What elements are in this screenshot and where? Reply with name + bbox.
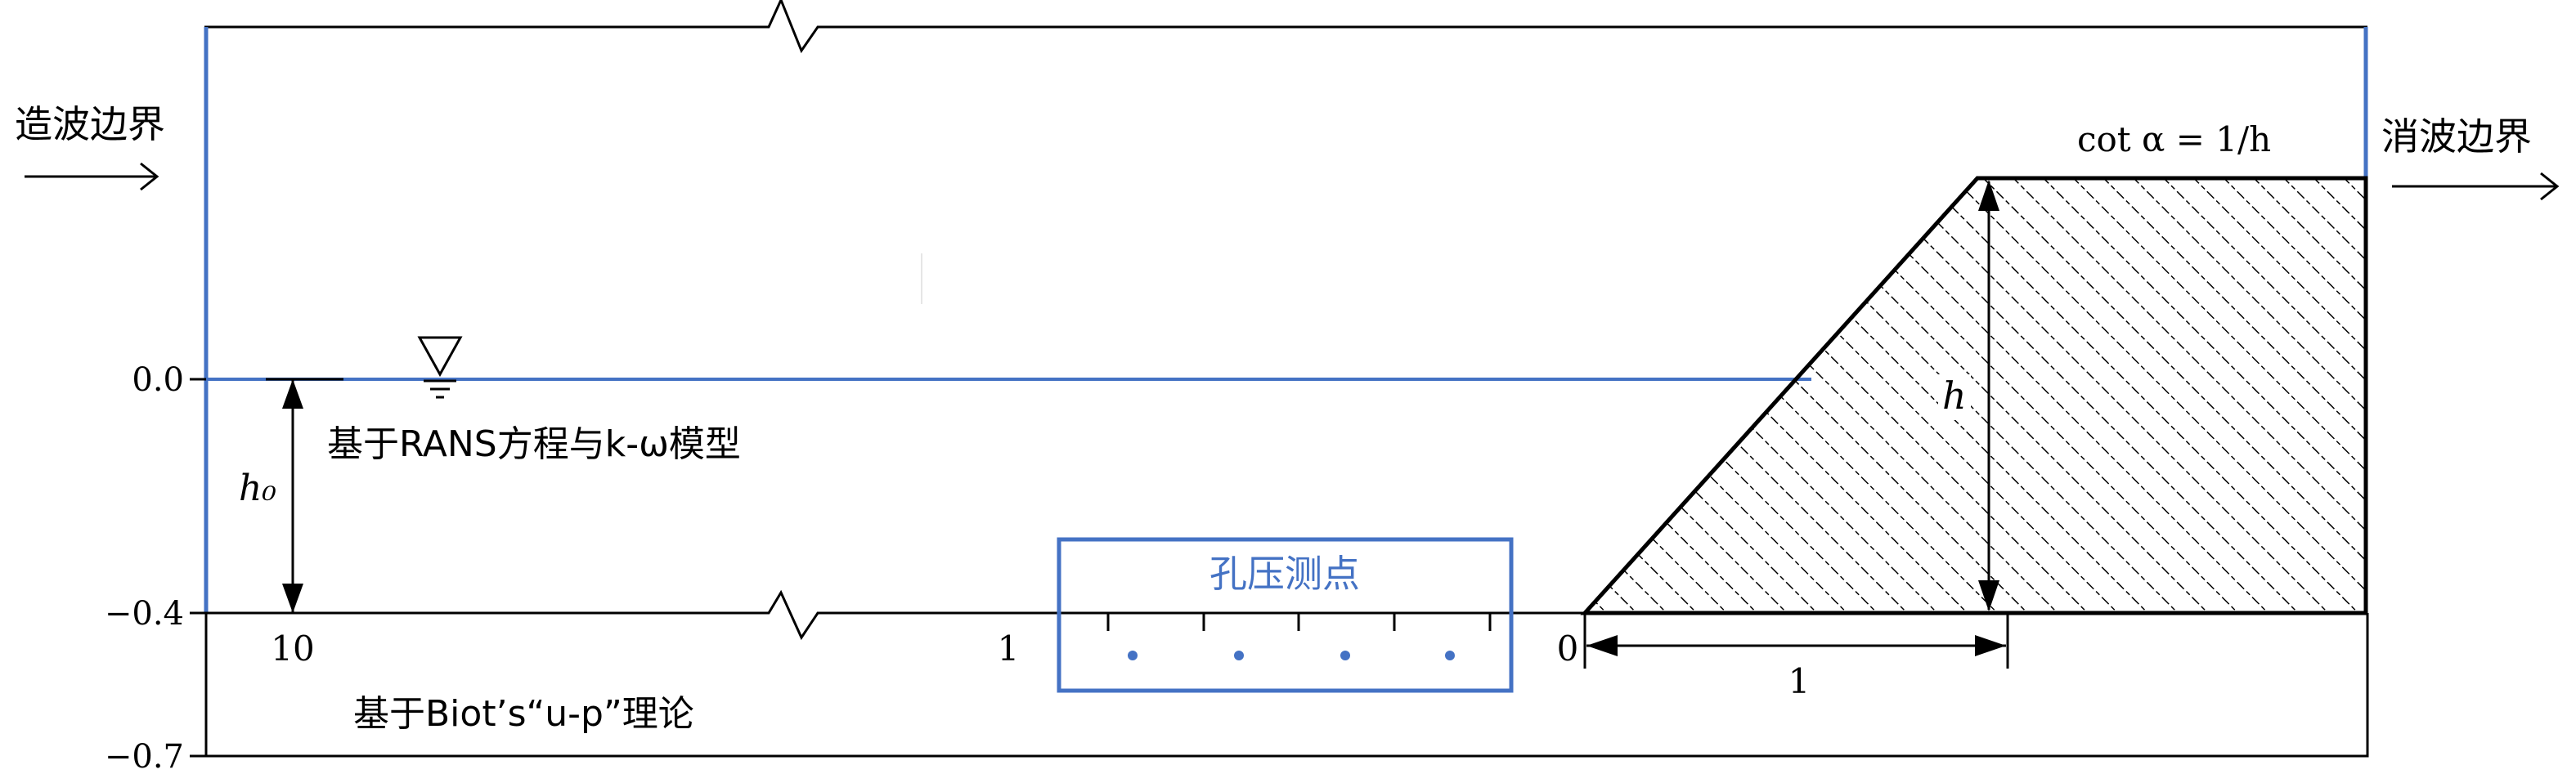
soil-domain-boundary <box>204 613 2369 758</box>
height-arrow-down <box>1978 580 1999 611</box>
depth-arrow-down <box>282 584 303 613</box>
seabed-line <box>206 589 2367 641</box>
y-label-neg04: −0.4 <box>105 595 184 633</box>
depth-arrow-up <box>282 379 303 409</box>
slope-formula-label: cot α = 1/h <box>2077 119 2271 159</box>
base-arrow-left <box>1586 635 1618 656</box>
y-label-0: 0.0 <box>132 361 184 399</box>
water-level-triangle-icon <box>417 336 463 399</box>
pore-pressure-point <box>1128 651 1138 660</box>
pore-pressure-point <box>1340 651 1350 660</box>
wave-generating-arrow-icon <box>25 162 159 191</box>
pore-pressure-point <box>1445 651 1455 660</box>
depth-symbol: h₀ <box>239 468 276 509</box>
base-dimension-label: 1 <box>1788 661 1811 701</box>
top-boundary <box>204 0 2367 54</box>
fluid-model-label: 基于RANS方程与k-ω模型 <box>327 423 741 465</box>
x-label-10: 10 <box>271 629 314 669</box>
x-label-1: 1 <box>998 629 1020 669</box>
height-symbol-bg <box>1938 374 1971 420</box>
y-label-neg07: −0.7 <box>105 738 184 776</box>
wave-absorbing-arrow-icon <box>2392 172 2560 201</box>
height-symbol: h <box>1942 374 1967 418</box>
breakwater-structure <box>1580 176 2368 615</box>
pore-pressure-box <box>1057 537 1514 693</box>
base-arrow-right <box>1975 635 2006 656</box>
wave-generating-boundary-label: 造波边界 <box>15 102 165 146</box>
height-arrow-up <box>1978 180 1999 211</box>
pore-pressure-point <box>1234 651 1244 660</box>
soil-model-label: 基于Biot’s“u-p”理论 <box>353 693 694 735</box>
x-label-0: 0 <box>1557 629 1579 669</box>
pore-pressure-label: 孔压测点 <box>1209 552 1360 596</box>
wave-absorbing-boundary-label: 消波边界 <box>2381 114 2532 159</box>
